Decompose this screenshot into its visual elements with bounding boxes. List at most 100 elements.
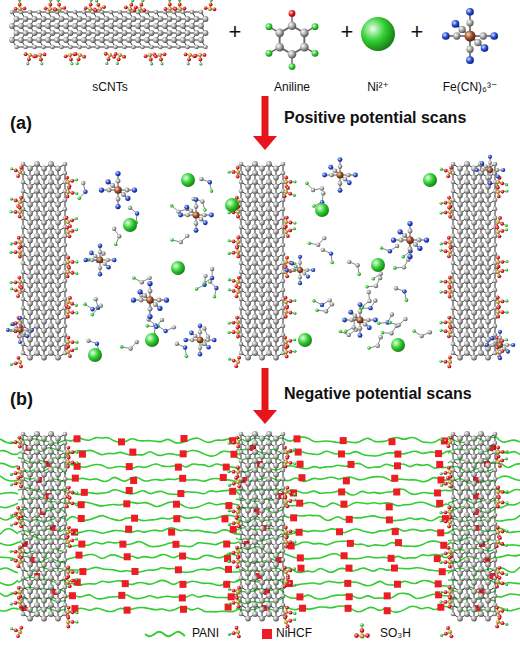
grey-atom (464, 170, 470, 176)
red-atom (449, 326, 453, 330)
grey-atom (485, 193, 491, 199)
grey-atom (464, 242, 470, 248)
red-atom (448, 276, 452, 280)
grey-atom (457, 247, 463, 253)
grey-atom (167, 45, 172, 50)
grey-atom (451, 342, 456, 347)
ochre-atom (448, 330, 452, 334)
red-atom (18, 255, 22, 259)
red-atom (289, 311, 293, 315)
grey-atom (189, 37, 195, 43)
ochre-atom (138, 7, 142, 11)
grey-atom (131, 45, 136, 50)
grey-atom (252, 179, 258, 185)
ochre-atom (236, 360, 240, 364)
grey-atom (457, 328, 463, 334)
green-atom (70, 62, 73, 65)
ochre-atom (118, 53, 122, 57)
grey-atom (104, 45, 109, 50)
red-atom (14, 199, 18, 203)
ochre-atom (198, 53, 202, 57)
ochre-atom (66, 180, 70, 184)
aniline-molecule (266, 10, 319, 70)
grey-atom (266, 242, 272, 248)
grey-atom (471, 355, 477, 361)
grey-atom (378, 276, 382, 280)
ochre-atom (448, 170, 452, 174)
red-atom (444, 320, 448, 324)
red-atom (14, 241, 18, 245)
grey-atom (55, 184, 61, 190)
red-atom (159, 57, 163, 61)
grey-atom (21, 261, 26, 266)
grey-atom (273, 283, 279, 289)
grey-atom (117, 234, 121, 238)
green-atom (26, 62, 29, 65)
grey-atom (252, 350, 258, 356)
grey-atom (471, 292, 477, 298)
grey-atom (21, 306, 26, 311)
grey-atom (493, 279, 498, 284)
grey-atom (41, 301, 47, 307)
grey-atom (471, 274, 477, 280)
red-atom (64, 54, 68, 58)
grey-atom (471, 319, 477, 325)
grey-atom (41, 346, 47, 352)
grey-atom (493, 306, 498, 311)
grey-atom (266, 233, 272, 239)
red-atom (168, 3, 172, 7)
ochre-atom (284, 180, 288, 184)
grey-atom (457, 166, 463, 172)
red-atom (285, 256, 289, 260)
red-atom (34, 54, 38, 58)
red-atom (283, 226, 287, 230)
red-atom (501, 310, 505, 314)
red-atom (43, 53, 47, 57)
grey-atom (135, 37, 141, 43)
grey-atom (18, 37, 24, 43)
grey-atom (41, 211, 47, 217)
grey-atom (266, 278, 272, 284)
grey-atom (471, 337, 477, 343)
ochre-atom (148, 53, 152, 57)
grey-atom (245, 337, 251, 343)
red-atom (501, 300, 505, 304)
grey-atom (27, 256, 33, 262)
ochre-atom (236, 170, 240, 174)
blue-atom (402, 289, 406, 293)
grey-atom (245, 346, 251, 352)
arrow-head (253, 410, 277, 424)
ochre-atom (236, 320, 240, 324)
grey-atom (160, 318, 164, 322)
grey-atom (239, 180, 244, 185)
red-atom (66, 195, 70, 199)
grey-atom (478, 305, 484, 311)
red-atom (19, 365, 23, 369)
grey-atom (55, 265, 61, 271)
green-atom (105, 62, 108, 65)
grey-atom (27, 193, 33, 199)
red-atom (284, 346, 288, 350)
red-atom (54, 8, 58, 12)
green-atom (114, 243, 118, 247)
grey-atom (239, 306, 244, 311)
red-atom (17, 276, 21, 280)
grey-atom (59, 16, 65, 22)
grey-atom (259, 310, 265, 316)
red-atom (288, 229, 292, 233)
grey-atom (64, 10, 69, 15)
ochre-atom (496, 180, 500, 184)
green-atom (228, 278, 231, 281)
green-atom (228, 322, 231, 325)
ochre-atom (284, 220, 288, 224)
grey-atom (300, 29, 309, 38)
grey-atom (259, 301, 265, 307)
grey-atom (239, 261, 244, 266)
grey-atom (162, 37, 168, 43)
grey-atom (266, 206, 272, 212)
blue-atom (83, 190, 87, 194)
red-atom (68, 296, 72, 300)
grey-atom (27, 283, 33, 289)
